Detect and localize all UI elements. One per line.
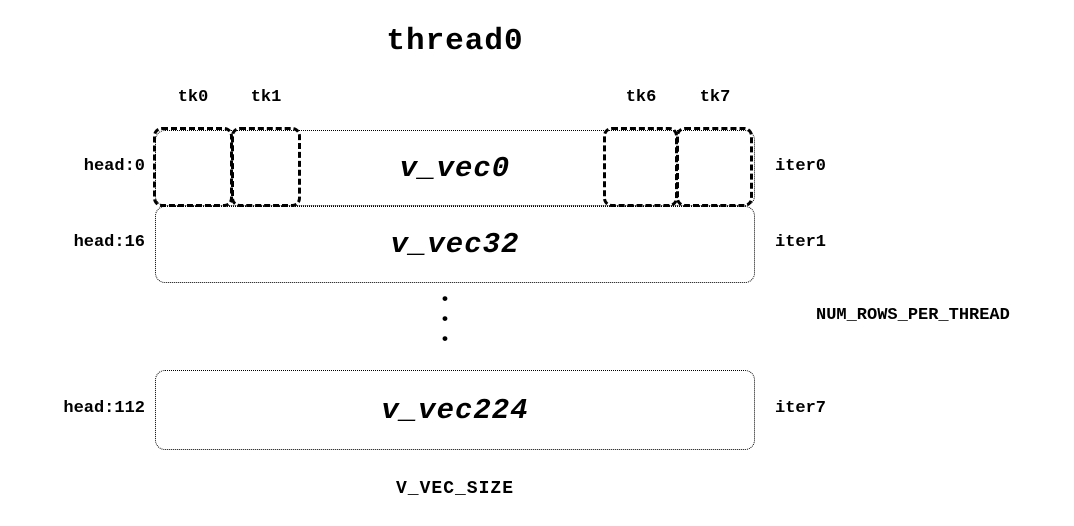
tick-label-tk1: tk1 — [250, 88, 282, 107]
iteration-label: iter1 — [775, 233, 827, 252]
vector-name-label: v_vec224 — [381, 393, 529, 427]
iteration-label: iter0 — [775, 157, 827, 176]
vector-name-label: v_vec0 — [399, 151, 511, 185]
vector-row-iter0: v_vec0 — [155, 130, 755, 206]
v-vec-size-label: V_VEC_SIZE — [395, 479, 515, 499]
tick-label-tk7: tk7 — [699, 88, 731, 107]
thread-element-box-tk6 — [603, 127, 678, 207]
head-offset-label: head:112 — [63, 399, 145, 418]
head-offset-label: head:16 — [73, 233, 145, 252]
head-offset-label: head:0 — [83, 157, 145, 176]
thread-element-box-tk7 — [676, 127, 753, 207]
tick-label-tk6: tk6 — [625, 88, 657, 107]
thread-element-box-tk0 — [153, 127, 233, 207]
iteration-label: iter7 — [775, 399, 827, 418]
vector-row-iter7: v_vec224 — [155, 370, 755, 450]
tick-label-tk0: tk0 — [177, 88, 209, 107]
diagram-title: thread0 — [386, 24, 524, 59]
vector-name-label: v_vec32 — [390, 228, 520, 261]
vertical-ellipsis: • • • — [439, 291, 451, 350]
num-rows-per-thread-label: NUM_ROWS_PER_THREAD — [816, 306, 1010, 325]
vector-row-iter1: v_vec32 — [155, 206, 755, 283]
thread-element-box-tk1 — [231, 127, 301, 207]
